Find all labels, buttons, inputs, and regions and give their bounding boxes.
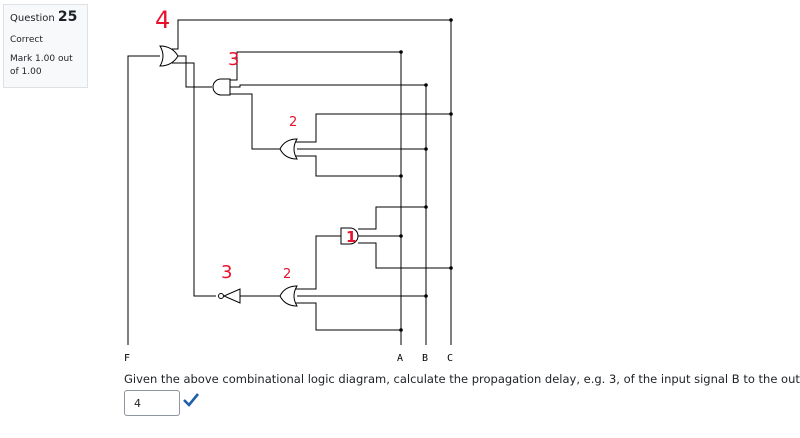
junction-dots	[399, 18, 453, 332]
question-state: Correct	[10, 35, 43, 45]
question-text: Given the above combinational logic diag…	[124, 372, 800, 386]
wire-or-mid-in3	[295, 155, 401, 177]
question-number-value: 25	[57, 9, 78, 25]
not-gate	[222, 288, 241, 304]
or-gate-middle	[279, 138, 298, 160]
annotation-and-low: 1	[346, 228, 356, 246]
wire-or-low-in3	[295, 302, 401, 331]
wire-output-f	[127, 55, 160, 345]
annotation-or-top: 4	[155, 6, 170, 34]
wire-or-mid-in1	[295, 113, 451, 143]
io-labels: F A B C	[124, 353, 453, 364]
question-info-panel: Question 25 Correct Mark 1.00 out of 1.0…	[3, 4, 88, 88]
answer-field[interactable]: 4	[124, 390, 180, 416]
question-grade: Mark 1.00 out of 1.00	[10, 54, 73, 77]
wire-or-top-in1	[172, 19, 451, 50]
question-number: Question 25	[10, 9, 81, 27]
wires	[127, 19, 452, 345]
question-prefix: Question	[10, 13, 55, 24]
label-c: C	[447, 353, 453, 364]
not-gate-bubble	[218, 293, 224, 299]
wire-or-top-in2	[174, 55, 212, 88]
label-f: F	[124, 353, 130, 364]
and-gate-top	[212, 78, 231, 96]
wire-and-low-in1	[358, 206, 426, 230]
or-gate-low	[279, 285, 298, 307]
or-gate-top	[159, 45, 179, 67]
wire-or-top-in3	[172, 62, 216, 297]
annotation-not: 3	[221, 262, 232, 283]
annotation-or-low: 2	[283, 267, 291, 282]
wire-and-top-in1	[230, 51, 401, 81]
wire-and-top-in2	[230, 93, 282, 150]
annotation-and-top: 3	[228, 49, 239, 70]
wire-and-top-in3	[230, 84, 426, 88]
gates	[159, 45, 359, 307]
handwritten-annotations: 4 3 2 3 2 1	[155, 6, 356, 283]
wire-or-low-in1	[295, 235, 341, 290]
and-gate-low	[340, 227, 359, 245]
wire-and-low-in3	[358, 242, 451, 269]
label-a: A	[397, 353, 403, 364]
check-icon	[183, 393, 199, 407]
label-b: B	[422, 353, 428, 364]
annotation-or-mid: 2	[289, 115, 297, 130]
